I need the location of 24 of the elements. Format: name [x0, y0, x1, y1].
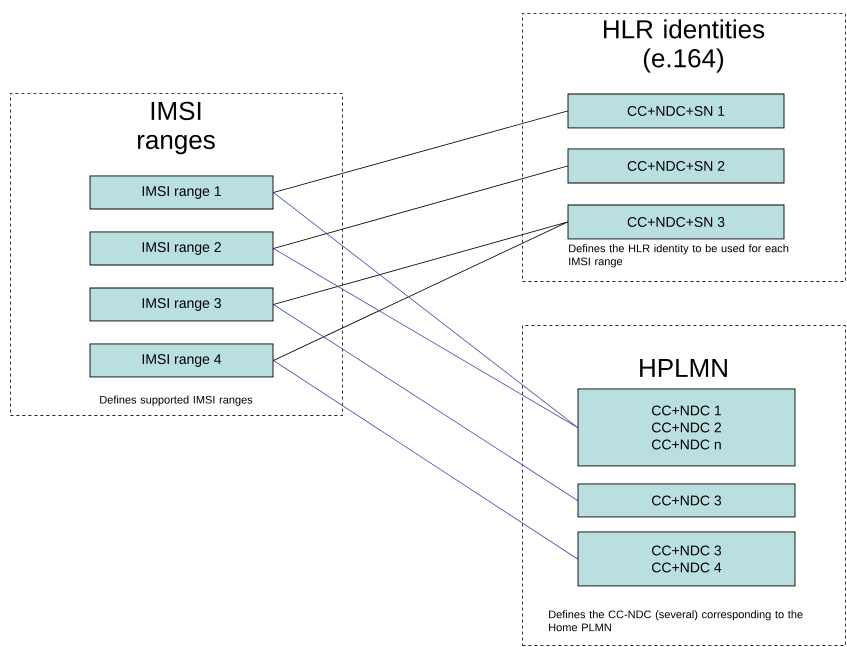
connector-line: [273, 304, 578, 501]
connector-line: [273, 166, 568, 249]
process-box: CC+NDC 3: [578, 484, 796, 518]
connector-line: [273, 222, 568, 361]
group-heading: HPLMN: [640, 359, 727, 377]
process-box: CC+NDC 1 CC+NDC 2 CC+NDC n: [578, 388, 796, 466]
connector-line: [273, 110, 568, 193]
group-heading: IMSI ranges: [138, 102, 215, 154]
connector-line: [273, 222, 568, 305]
process-box: CC+NDC 3 CC+NDC 4: [578, 532, 796, 586]
process-box: CC+NDC+SN 2: [568, 148, 784, 184]
group-caption: Defines the HLR identity to be used for each IMSI range: [569, 244, 788, 268]
group-caption: Defines the CC-NDC (several) corresponding to the Home PLMN: [549, 610, 803, 632]
process-box: CC+NDC+SN 3: [568, 204, 784, 240]
connector-line: [273, 248, 578, 428]
group-heading: HLR identities (e.164): [604, 19, 764, 73]
process-box: IMSI range 1: [90, 176, 274, 210]
connector-line: [273, 360, 578, 560]
process-box: IMSI range 4: [90, 344, 274, 378]
group-caption: Defines supported IMSI ranges: [100, 396, 252, 406]
connector-line: [273, 192, 578, 428]
process-box: IMSI range 3: [90, 288, 274, 322]
process-box: CC+NDC+SN 1: [568, 94, 784, 128]
process-box: IMSI range 2: [90, 232, 274, 266]
